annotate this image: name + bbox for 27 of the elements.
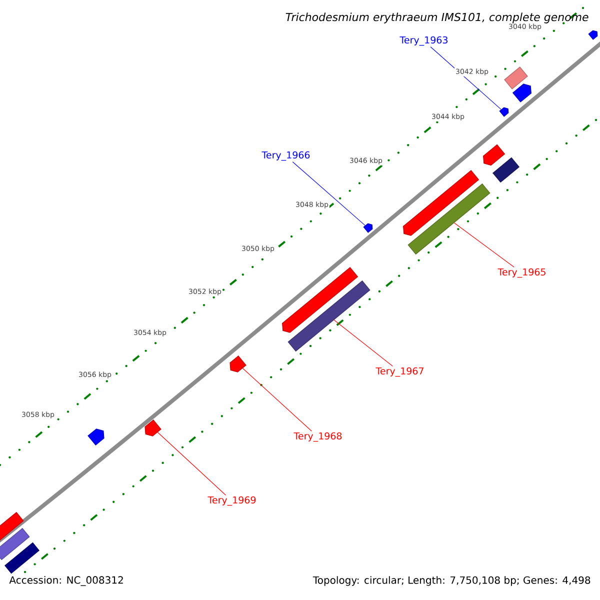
leader-line (157, 432, 226, 496)
leader-line (242, 368, 312, 432)
footer-text: Topology: circular; Length: 7,750,108 bp; Genes: 4,498 (312, 576, 590, 586)
leader-line (292, 162, 366, 226)
gene-block (483, 144, 506, 166)
gene-block (499, 107, 509, 117)
gene-block (144, 420, 162, 436)
leader-line (454, 222, 514, 268)
gene-block (403, 170, 480, 236)
gene-block (230, 356, 246, 372)
gene-block (504, 66, 528, 90)
gene-label: Tery_1967 (376, 367, 424, 377)
gene-block (282, 267, 358, 333)
gene-block (88, 428, 104, 446)
gene-label: Tery_1965 (498, 268, 546, 278)
title: Trichodesmium erythraeum IMS101, complete genome (286, 12, 588, 24)
gene-block (4, 542, 40, 574)
leader-line (430, 46, 502, 110)
gene-label: Tery_1968 (294, 432, 342, 442)
footer-text: Accession: NC_008312 (9, 576, 123, 586)
leader-line (334, 320, 393, 366)
gene-label: Tery_1966 (262, 151, 310, 161)
gene-label: Tery_1963 (400, 36, 448, 46)
gene-block (492, 157, 520, 183)
gene-label: Tery_1969 (208, 496, 256, 506)
gene-block (363, 223, 373, 233)
gene-block (588, 30, 598, 40)
